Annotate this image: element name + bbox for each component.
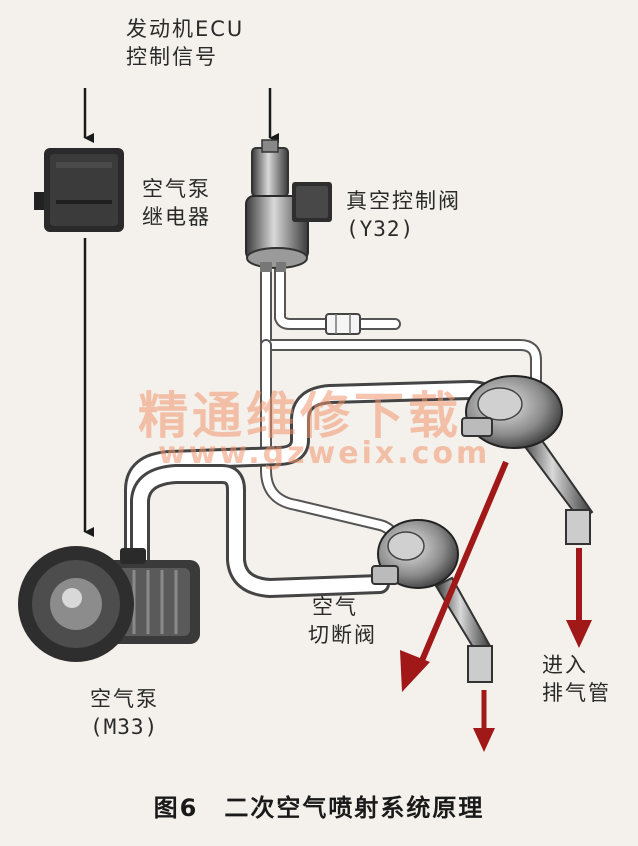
cutoff-valve-label-line1: 空气 [312,595,358,619]
exhaust-label-line2: 排气管 [542,681,611,705]
vacuum-filter [325,313,361,335]
air-pump-relay [34,148,124,232]
pump-label-line1: 空气泵 [90,687,159,711]
signal-arrows [83,88,279,537]
cutoff-valve-label-line2: 切断阀 [308,623,377,647]
upper-air-cutoff-valve [461,375,594,545]
vacuum-control-valve [245,139,332,272]
ecu-signal-label-line1: 发动机ECU [126,17,245,41]
relay-label-line1: 空气泵 [142,177,211,201]
hoses [124,264,542,598]
watermark-text-cn: 精通维修下载 [138,387,462,445]
watermark-url: www.gzweix.com [158,436,491,471]
vacuum-valve-label-line1: 真空控制阀 [346,189,461,213]
air-flow-arrows [400,460,592,752]
figure-caption: 图6 二次空气喷射系统原理 [153,794,485,822]
pump-label-line2: (M33) [90,715,159,739]
flow-arrow-right-head [566,620,592,648]
flow-arrow-lower-head [473,728,495,752]
vacuum-valve-label-line2: (Y32) [346,217,415,241]
exhaust-label-line1: 进入 [542,653,588,677]
ecu-signal-label-line2: 控制信号 [126,45,218,69]
relay-label-line2: 继电器 [142,205,211,229]
flow-arrow-diagonal-head [400,650,430,692]
air-pump [18,546,200,662]
flow-arrow-diagonal [415,460,509,672]
